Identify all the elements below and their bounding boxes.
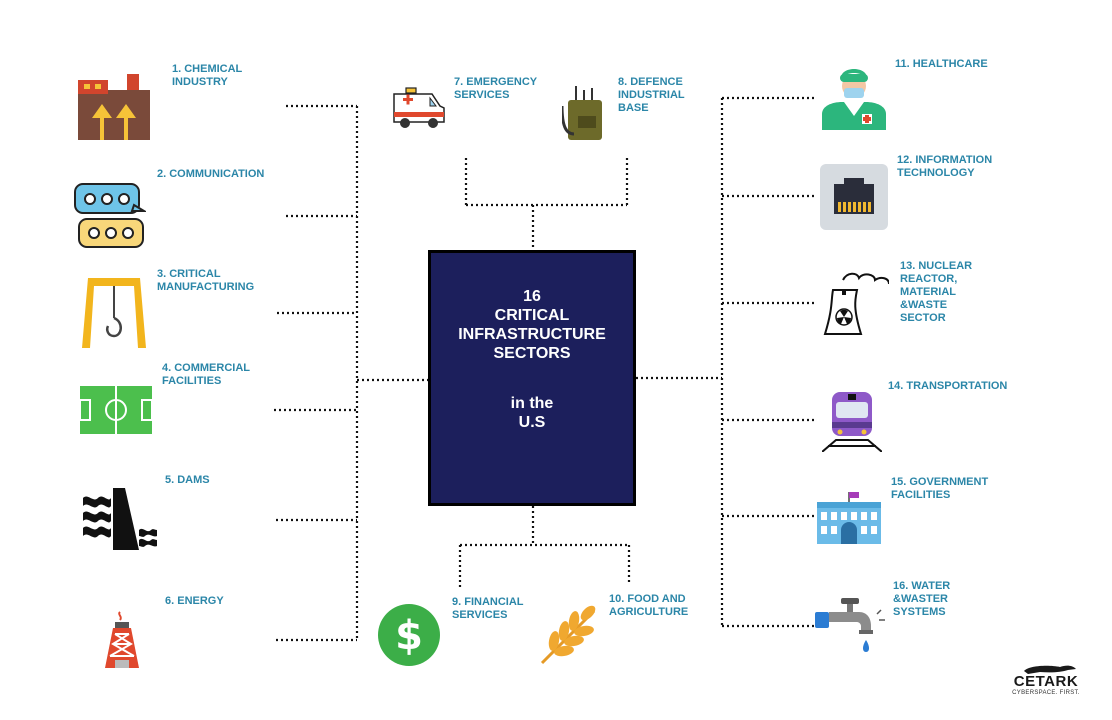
logo-tagline: CYBERSPACE. FIRST. xyxy=(1012,690,1080,696)
sports-field-icon xyxy=(80,386,152,434)
chat-bubbles-icon xyxy=(74,183,146,248)
center-title-line: CRITICAL xyxy=(494,307,570,324)
radio-backpack-icon xyxy=(562,86,602,140)
panther-icon xyxy=(1024,665,1076,674)
oil-rig-icon xyxy=(105,611,139,668)
doctor-icon xyxy=(822,69,886,130)
sector-label-it: 12. INFORMATION TECHNOLOGY xyxy=(897,154,993,179)
sector-label-defence: 8. DEFENCE INDUSTRIAL BASE xyxy=(618,76,685,114)
sector-label-dams: 5. DAMS xyxy=(165,474,210,486)
sector-label-commercial: 4. COMMERCIAL FACILITIES xyxy=(162,362,250,387)
svg-text:$: $ xyxy=(395,613,423,659)
center-title-line: INFRASTRUCTURE xyxy=(458,326,606,343)
sector-label-financial: 9. FINANCIAL SERVICES xyxy=(452,596,524,621)
ambulance-icon xyxy=(393,87,445,128)
sector-label-water: 16. WATER &WASTER SYSTEMS xyxy=(893,580,951,618)
sector-label-energy: 6. ENERGY xyxy=(165,595,224,607)
factory-icon xyxy=(78,74,150,140)
cetark-logo: CETARK CYBERSPACE. FIRST. xyxy=(1010,663,1082,703)
center-title-line: SECTORS xyxy=(493,345,571,362)
train-icon xyxy=(822,392,882,452)
sector-label-transportation: 14. TRANSPORTATION xyxy=(888,380,1008,392)
sector-label-food: 10. FOOD AND AGRICULTURE xyxy=(609,593,689,618)
government-building-icon xyxy=(817,492,881,544)
nuclear-plant-icon xyxy=(823,272,889,335)
dollar-coin-icon: $ xyxy=(378,604,440,666)
center-subtitle: in the U.S xyxy=(431,394,633,432)
sector-label-emergency: 7. EMERGENCY SERVICES xyxy=(454,76,538,101)
center-subtitle-line: in the xyxy=(510,395,554,412)
logo-name: CETARK xyxy=(1013,673,1079,690)
center-subtitle-line: U.S xyxy=(518,414,546,431)
sector-label-government: 15. GOVERNMENT FACILITIES xyxy=(891,476,989,501)
center-title-box: 16 CRITICAL INFRASTRUCTURE SECTORS in th… xyxy=(428,250,636,506)
sector-label-chemical: 1. CHEMICAL INDUSTRY xyxy=(172,63,243,88)
sector-label-manufacturing: 3. CRITICAL MANUFACTURING xyxy=(157,268,255,293)
dam-icon xyxy=(83,488,157,550)
crane-hook-icon xyxy=(82,278,146,348)
sector-label-communication: 2. COMMUNICATION xyxy=(157,168,265,180)
center-title-line: 16 xyxy=(523,288,541,305)
water-tap-icon xyxy=(815,598,885,652)
center-title: 16 CRITICAL INFRASTRUCTURE SECTORS xyxy=(431,287,633,363)
wheat-icon xyxy=(540,605,596,665)
sector-label-nuclear: 13. NUCLEAR REACTOR, MATERIAL &WASTE SEC… xyxy=(900,260,973,324)
ethernet-port-icon xyxy=(820,164,888,230)
sector-label-healthcare: 11. HEALTHCARE xyxy=(895,58,988,70)
